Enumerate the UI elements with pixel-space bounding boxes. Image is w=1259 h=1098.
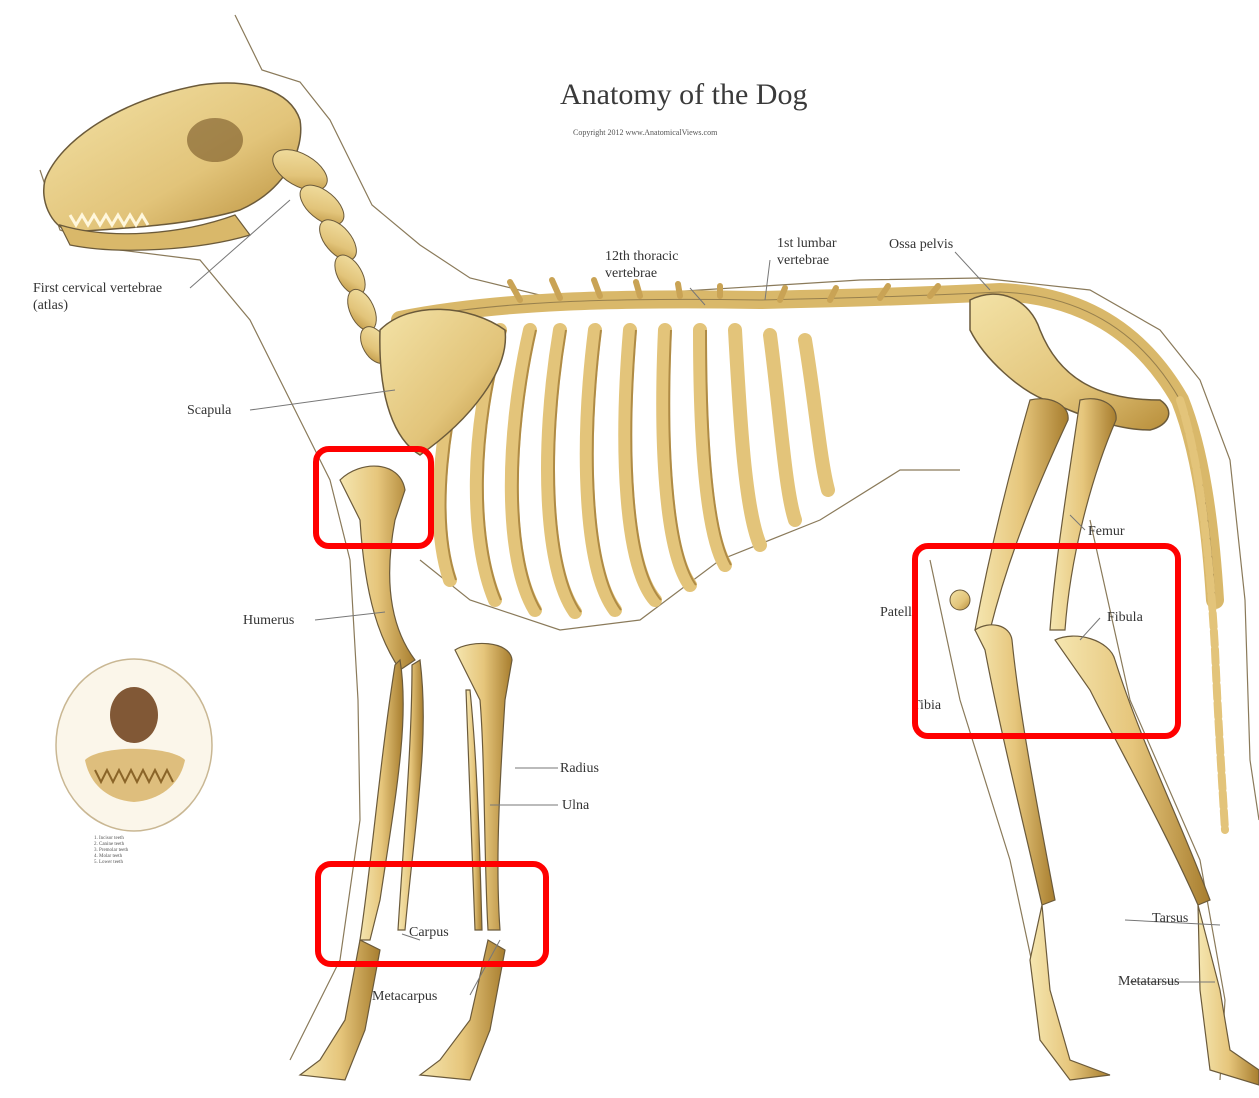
eye-orbit (187, 118, 243, 162)
label-femur: Femur (1088, 523, 1125, 540)
label-tarsus: Tarsus (1152, 910, 1188, 927)
label-ossa-pelvis: Ossa pelvis (889, 236, 953, 253)
label-ulna: Ulna (562, 797, 589, 814)
diagram-title: Anatomy of the Dog (560, 78, 807, 112)
scapula-bone (380, 309, 506, 455)
skull (44, 83, 301, 232)
teeth-inset-caption: 1. Incisor teeth 2. Canine teeth 3. Prem… (94, 836, 128, 866)
highlight-box-shoulder (313, 446, 434, 549)
highlight-box-carpus (315, 861, 549, 967)
copyright-text: Copyright 2012 www.AnatomicalViews.com (573, 128, 717, 137)
teeth-inset (56, 659, 212, 831)
label-metatarsus: Metatarsus (1118, 973, 1179, 990)
label-scapula: Scapula (187, 402, 231, 419)
label-metacarpus: Metacarpus (372, 988, 437, 1005)
highlight-box-stifle (912, 543, 1181, 739)
pelvis-bone (970, 294, 1169, 430)
label-humerus: Humerus (243, 612, 294, 629)
cervical-vertebrae (266, 141, 395, 368)
label-radius: Radius (560, 760, 599, 777)
label-atlas: First cervical vertebrae(atlas) (33, 280, 162, 314)
